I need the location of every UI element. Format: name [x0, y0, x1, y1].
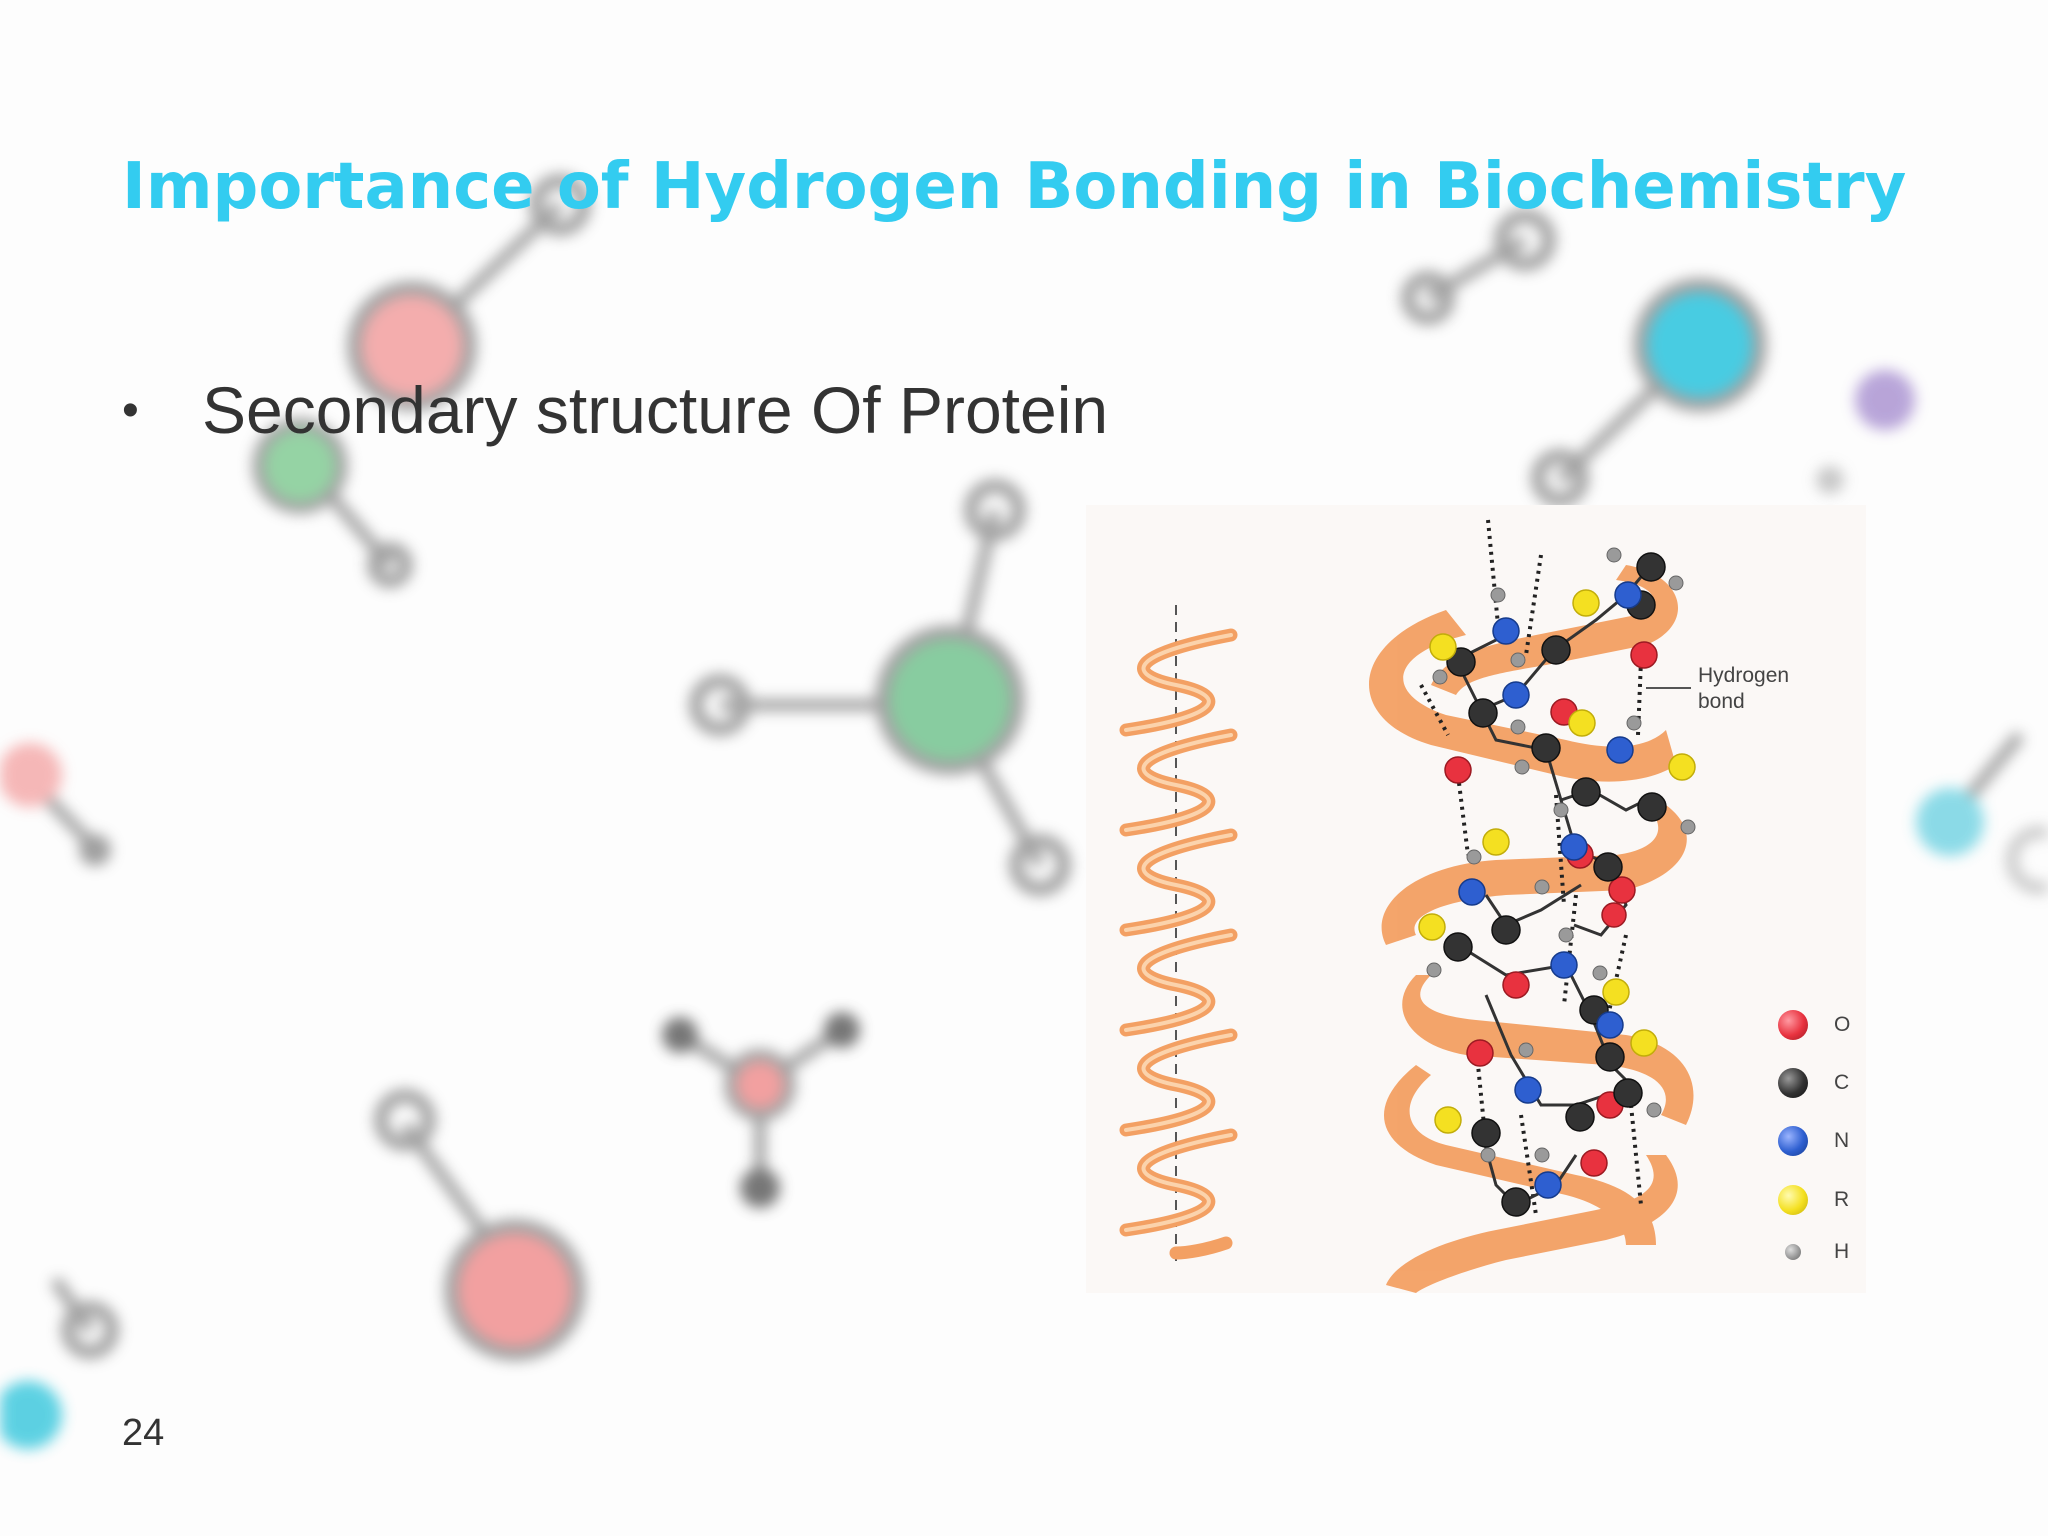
- alpha-helix-figure: Hydrogen bond O C N R H: [1086, 505, 1866, 1293]
- legend-item-c: C: [1778, 1068, 1849, 1098]
- oxygen-ball-icon: [1778, 1010, 1808, 1040]
- alpha-helix-illustration: [1119, 519, 1696, 1293]
- nitrogen-ball-icon: [1778, 1126, 1808, 1156]
- carbon-ball-icon: [1778, 1068, 1808, 1098]
- r-group-ball-icon: [1778, 1185, 1808, 1215]
- hydrogen-ball-icon: [1785, 1244, 1801, 1260]
- page-number: 24: [122, 1412, 165, 1454]
- nitrogen-atoms: [1458, 581, 1642, 1199]
- hydrogen-bond-label: Hydrogen bond: [1698, 664, 1790, 713]
- legend-item-r: R: [1778, 1185, 1849, 1215]
- bullet-text: Secondary structure Of Protein: [202, 373, 1109, 447]
- detailed-helix-ribbon: [1369, 565, 1694, 1293]
- carbon-atoms: [1443, 552, 1667, 1217]
- slide-title: Importance of Hydrogen Bonding in Bioche…: [122, 150, 1907, 224]
- legend-item-h: H: [1778, 1240, 1849, 1264]
- r-group-atoms: [1418, 589, 1696, 1134]
- bullet-item: • Secondary structure Of Protein: [122, 372, 1108, 448]
- legend-item-o: O: [1778, 1010, 1850, 1040]
- oxygen-atoms: [1444, 641, 1658, 1177]
- legend-item-n: N: [1778, 1126, 1849, 1156]
- bullet-icon: •: [122, 383, 139, 437]
- hydrogen-atoms: [1426, 547, 1696, 1163]
